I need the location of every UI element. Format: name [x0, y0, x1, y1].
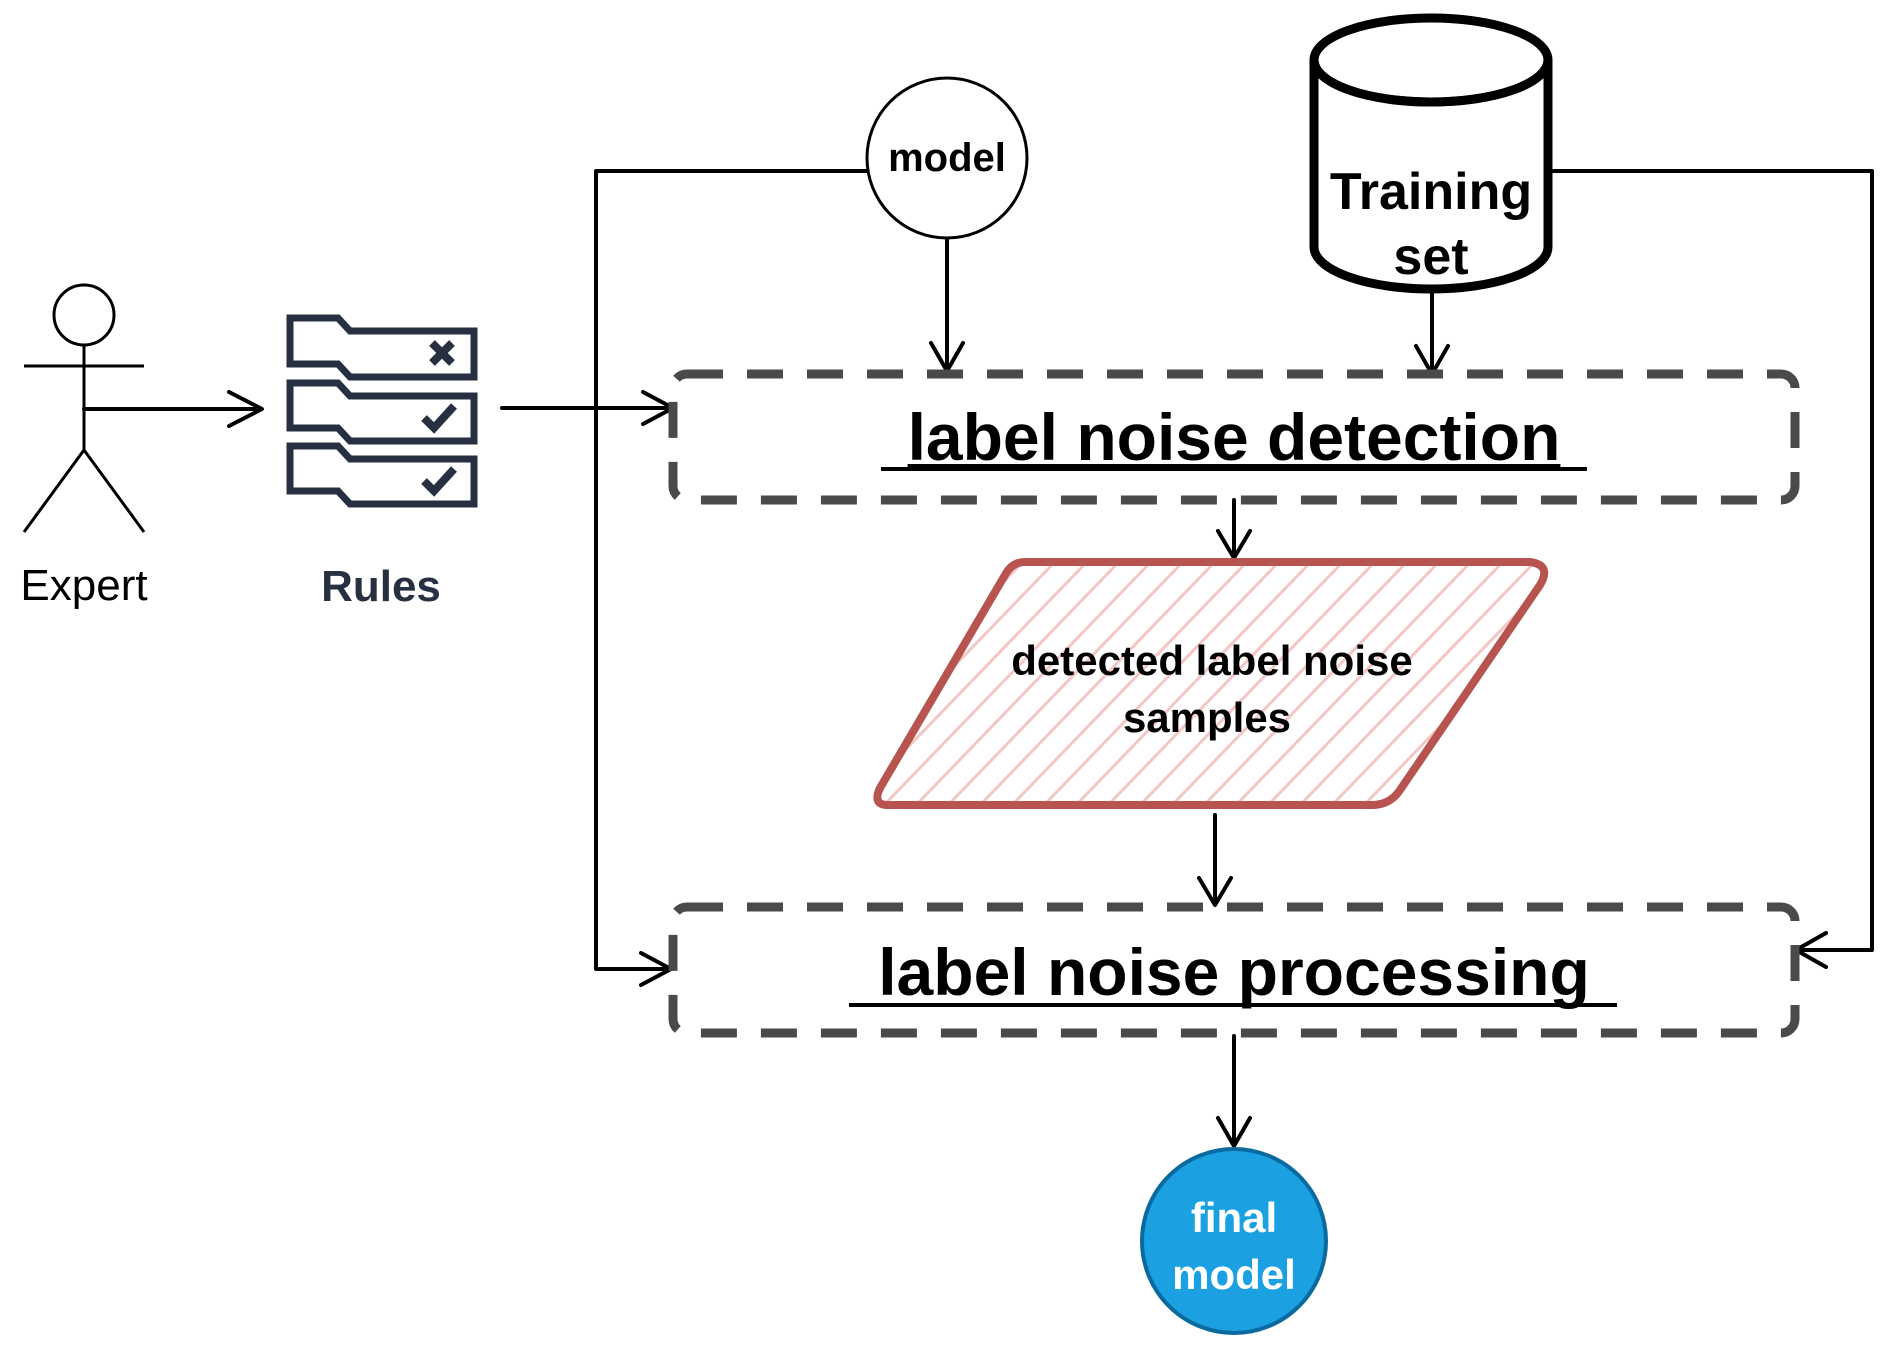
training-set-label-line1: Training: [1330, 163, 1532, 221]
hatch-line: [1628, 540, 1888, 830]
samples-outline: [873, 558, 1549, 809]
hatch-line: [1530, 562, 1545, 805]
hatch-line: [1242, 562, 1526, 805]
samples-node: [873, 540, 1888, 830]
hatch-line: [922, 562, 1206, 805]
expert-actor: [22, 283, 146, 533]
samples-to-processing-arrowhead: [1197, 876, 1233, 907]
expert-to-rules-arrowhead: [227, 390, 264, 428]
final-model-label-line1: final: [1191, 1194, 1277, 1241]
samples-label-line1: detected label noise: [1011, 637, 1412, 684]
hatch-line: [1466, 562, 1545, 805]
hatch-line: [877, 562, 1142, 805]
hatch-line: [1724, 540, 1888, 830]
rules-check-icon-1: [421, 403, 457, 434]
hatch-line: [877, 562, 1110, 805]
training-to-processing-connector: [1550, 169, 1874, 952]
hatch-line: [1146, 562, 1430, 805]
hatch-line: [1274, 562, 1545, 805]
hatch-line: [1434, 562, 1545, 805]
final-model-node: [1140, 1147, 1328, 1335]
rules-row-3: [286, 442, 478, 508]
final-model-label-line2: model: [1172, 1251, 1296, 1298]
samples-label-line2: samples: [1123, 694, 1291, 741]
model-to-processing-connector: [594, 169, 869, 971]
model-label: model: [888, 136, 1006, 180]
processing-to-final-arrowhead: [1216, 1116, 1252, 1148]
hatch-line: [1178, 562, 1462, 805]
hatch-line: [1596, 540, 1876, 830]
rules-row-1: [286, 314, 478, 381]
hatch-line: [986, 562, 1270, 805]
hatch-line: [1692, 540, 1888, 830]
hatch-line: [1018, 562, 1302, 805]
hatch-line: [1114, 562, 1398, 805]
model-node: [865, 76, 1029, 240]
hatch-line: [1756, 540, 1888, 830]
hatch-line: [1082, 562, 1366, 805]
rules-x-icon-b: [429, 340, 455, 366]
rules-label: Rules: [321, 562, 441, 611]
expert-label: Expert: [20, 561, 147, 610]
training-set-cylinder-rim: [1309, 59, 1553, 107]
training-set-database-icon: [1309, 13, 1553, 294]
expert-head: [52, 283, 116, 347]
hatch-line: [1660, 540, 1888, 830]
processing-label: label noise processing: [878, 935, 1590, 1009]
expert-left-leg: [22, 449, 86, 533]
rules-row-2: [286, 379, 478, 445]
rules-check-icon-2: [421, 466, 457, 497]
hatch-line: [1210, 562, 1494, 805]
hatch-line: [1564, 540, 1844, 830]
rules-checklist-icon: [286, 314, 478, 508]
detection-label: label noise detection: [908, 400, 1561, 474]
hatch-line: [1050, 562, 1334, 805]
training-set-label-line2: set: [1393, 228, 1468, 286]
hatch-line: [954, 562, 1238, 805]
expert-right-leg: [82, 449, 146, 533]
detection-box: [668, 369, 1800, 505]
hatch-line: [890, 562, 1174, 805]
processing-box: [668, 902, 1800, 1038]
training-set-cylinder-body: [1309, 60, 1553, 294]
